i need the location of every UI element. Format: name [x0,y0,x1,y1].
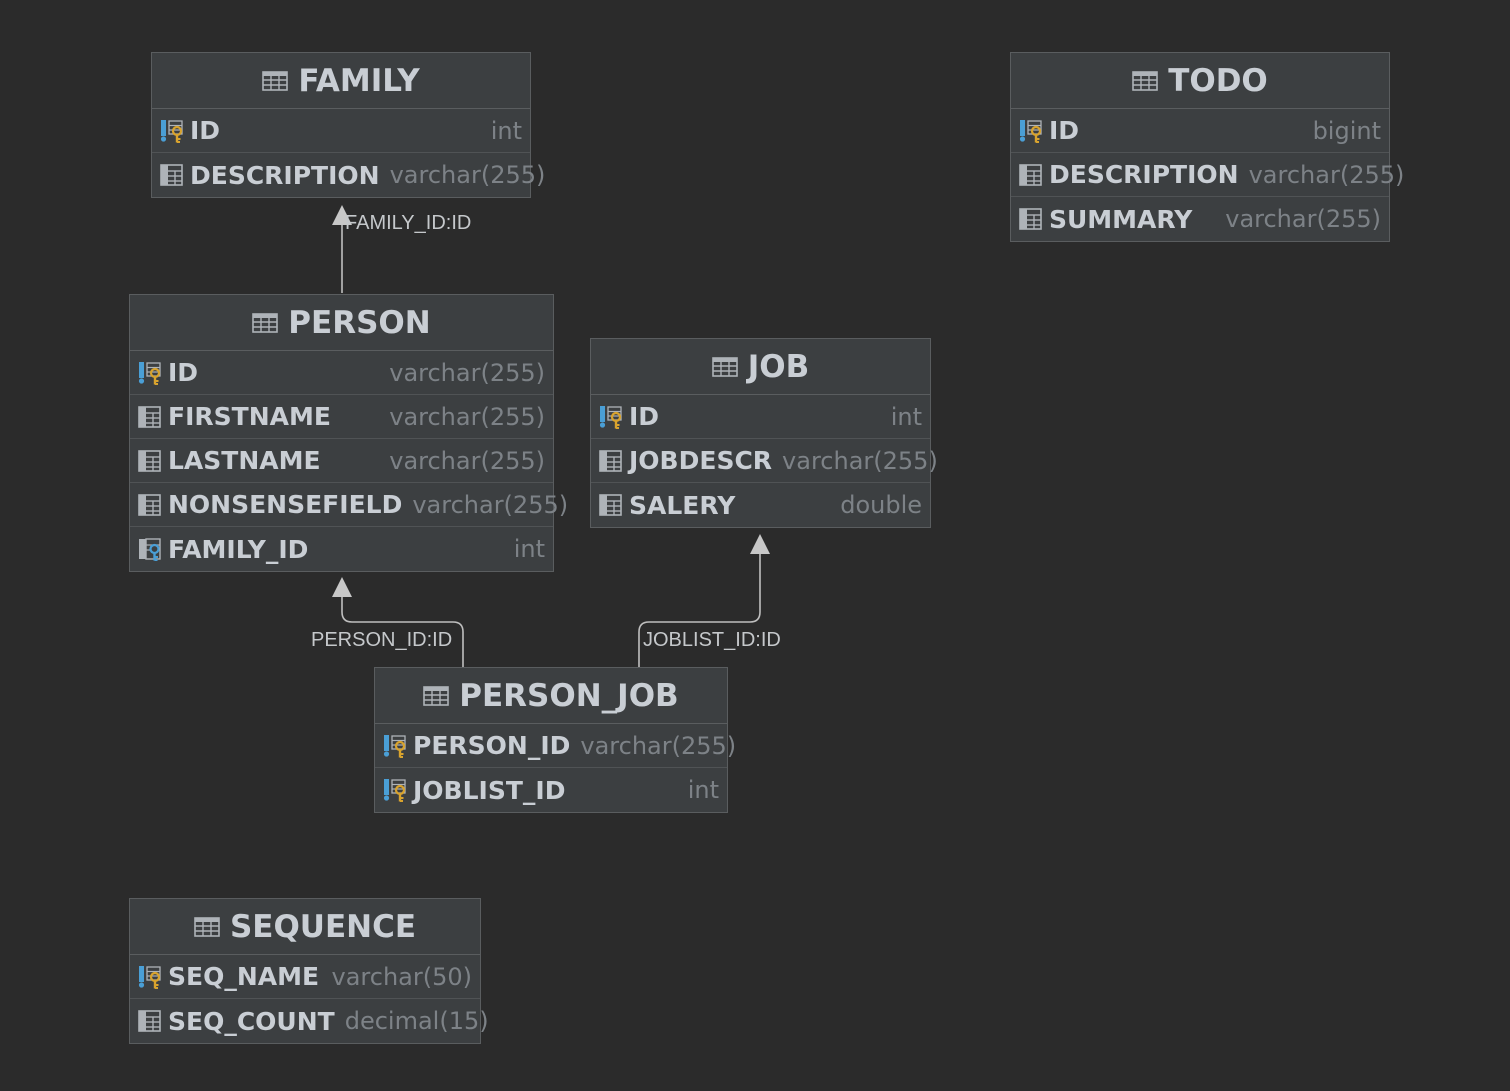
table-name: PERSON [288,304,431,341]
column-type: int [490,116,522,145]
column-type: varchar(255) [412,490,569,519]
table-header[interactable]: JOB [591,339,930,395]
column-row-id[interactable]: ID int [152,109,530,153]
joblist-id-relation-label: JOBLIST_ID:ID [643,629,781,651]
joblist-id-arrowhead-icon [750,534,770,554]
column-row-nonsensefield[interactable]: NONSENSEFIELD varchar(255) [130,483,568,527]
column-icon [137,492,163,518]
column-row-person-id[interactable]: PERSON_ID varchar(255) [375,724,736,768]
family-id-relation-label: FAMILY_ID:ID [345,212,472,234]
table-icon [423,685,450,707]
column-row-description[interactable]: DESCRIPTION varchar(255) [152,153,545,197]
column-icon [1018,162,1044,188]
column-type: varchar(255) [782,446,938,475]
column-name: PERSON_ID [413,731,571,760]
column-name: DESCRIPTION [1049,160,1239,189]
column-name: ID [190,116,221,145]
column-type: decimal(15) [344,1007,489,1035]
primary-key-icon [382,733,408,759]
table-name: PERSON_JOB [459,677,679,714]
column-row-family-id[interactable]: FAMILY_ID int [130,527,553,571]
person-id-arrowhead-icon [332,577,352,597]
column-type: varchar(255) [389,446,545,475]
column-row-id[interactable]: ID int [591,395,930,439]
table-header[interactable]: FAMILY [152,53,530,109]
column-row-summary[interactable]: SUMMARY varchar(255) [1011,197,1389,241]
column-type: double [840,491,922,519]
table-header[interactable]: SEQUENCE [130,899,480,955]
column-row-description[interactable]: DESCRIPTION varchar(255) [1011,153,1404,197]
primary-key-icon [598,404,624,430]
primary-key-icon [382,777,408,803]
table-header[interactable]: PERSON [130,295,553,351]
column-row-seq-name[interactable]: SEQ_NAME varchar(50) [130,955,480,999]
table-person-job[interactable]: PERSON_JOB PERSON_ID varchar(255) JOBLIST_I… [374,667,736,813]
column-icon [1018,206,1044,232]
primary-key-icon [137,964,163,990]
column-row-firstname[interactable]: FIRSTNAME varchar(255) [130,395,553,439]
table-name: JOB [747,348,810,385]
column-row-salery[interactable]: SALERY double [591,483,930,527]
column-name: ID [1049,116,1080,145]
column-type: varchar(255) [389,358,545,387]
table-header[interactable]: TODO [1011,53,1389,109]
table-icon [711,356,738,378]
column-name: FAMILY_ID [168,534,309,564]
foreign-key-icon [137,536,163,562]
column-icon [137,404,163,430]
table-name: TODO [1168,62,1268,99]
column-icon [598,448,624,474]
primary-key-icon [137,360,163,386]
table-person[interactable]: PERSON ID varchar(255) FIRSTNAME varchar(255… [129,294,568,572]
table-icon [252,312,279,334]
column-name: LASTNAME [168,446,321,475]
table-name: SEQUENCE [229,908,417,945]
column-type: varchar(50) [331,962,473,991]
column-icon [137,448,163,474]
table-header[interactable]: PERSON_JOB [375,668,727,724]
column-name: FIRSTNAME [168,402,331,431]
primary-key-icon [159,118,185,144]
column-type: int [890,402,922,431]
column-name: ID [168,358,199,387]
column-row-joblist-id[interactable]: JOBLIST_ID int [375,768,727,812]
column-type: bigint [1312,116,1381,145]
column-name: SEQ_NAME [168,962,320,991]
column-icon [137,1008,163,1034]
person-id-relation-label: PERSON_ID:ID [311,629,453,651]
column-name: ID [629,402,660,431]
column-type: varchar(255) [580,731,737,760]
table-icon [1132,70,1159,92]
column-row-id[interactable]: ID bigint [1011,109,1389,153]
column-type: varchar(255) [389,161,546,189]
column-row-lastname[interactable]: LASTNAME varchar(255) [130,439,553,483]
column-name: SALERY [629,490,736,520]
column-name: SEQ_COUNT [168,1006,335,1036]
column-type: varchar(255) [1248,160,1405,189]
column-name: DESCRIPTION [190,160,380,190]
table-name: FAMILY [298,62,420,99]
column-type: int [687,776,719,804]
column-row-seq-count[interactable]: SEQ_COUNT decimal(15) [130,999,489,1043]
column-name: JOBDESCR [629,446,773,475]
column-type: varchar(255) [1225,205,1381,233]
column-icon [159,162,185,188]
column-row-id[interactable]: ID varchar(255) [130,351,553,395]
column-name: SUMMARY [1049,204,1193,234]
column-name: NONSENSEFIELD [168,490,403,519]
table-icon [262,70,289,92]
column-icon [598,492,624,518]
column-type: varchar(255) [389,402,545,431]
primary-key-icon [1018,118,1044,144]
column-row-jobdescr[interactable]: JOBDESCR varchar(255) [591,439,938,483]
table-sequence[interactable]: SEQUENCE SEQ_NAME varchar(50) SEQ_COUNT deci… [129,898,489,1044]
column-name: JOBLIST_ID [413,775,566,805]
table-icon [194,916,220,938]
column-type: int [513,535,545,563]
